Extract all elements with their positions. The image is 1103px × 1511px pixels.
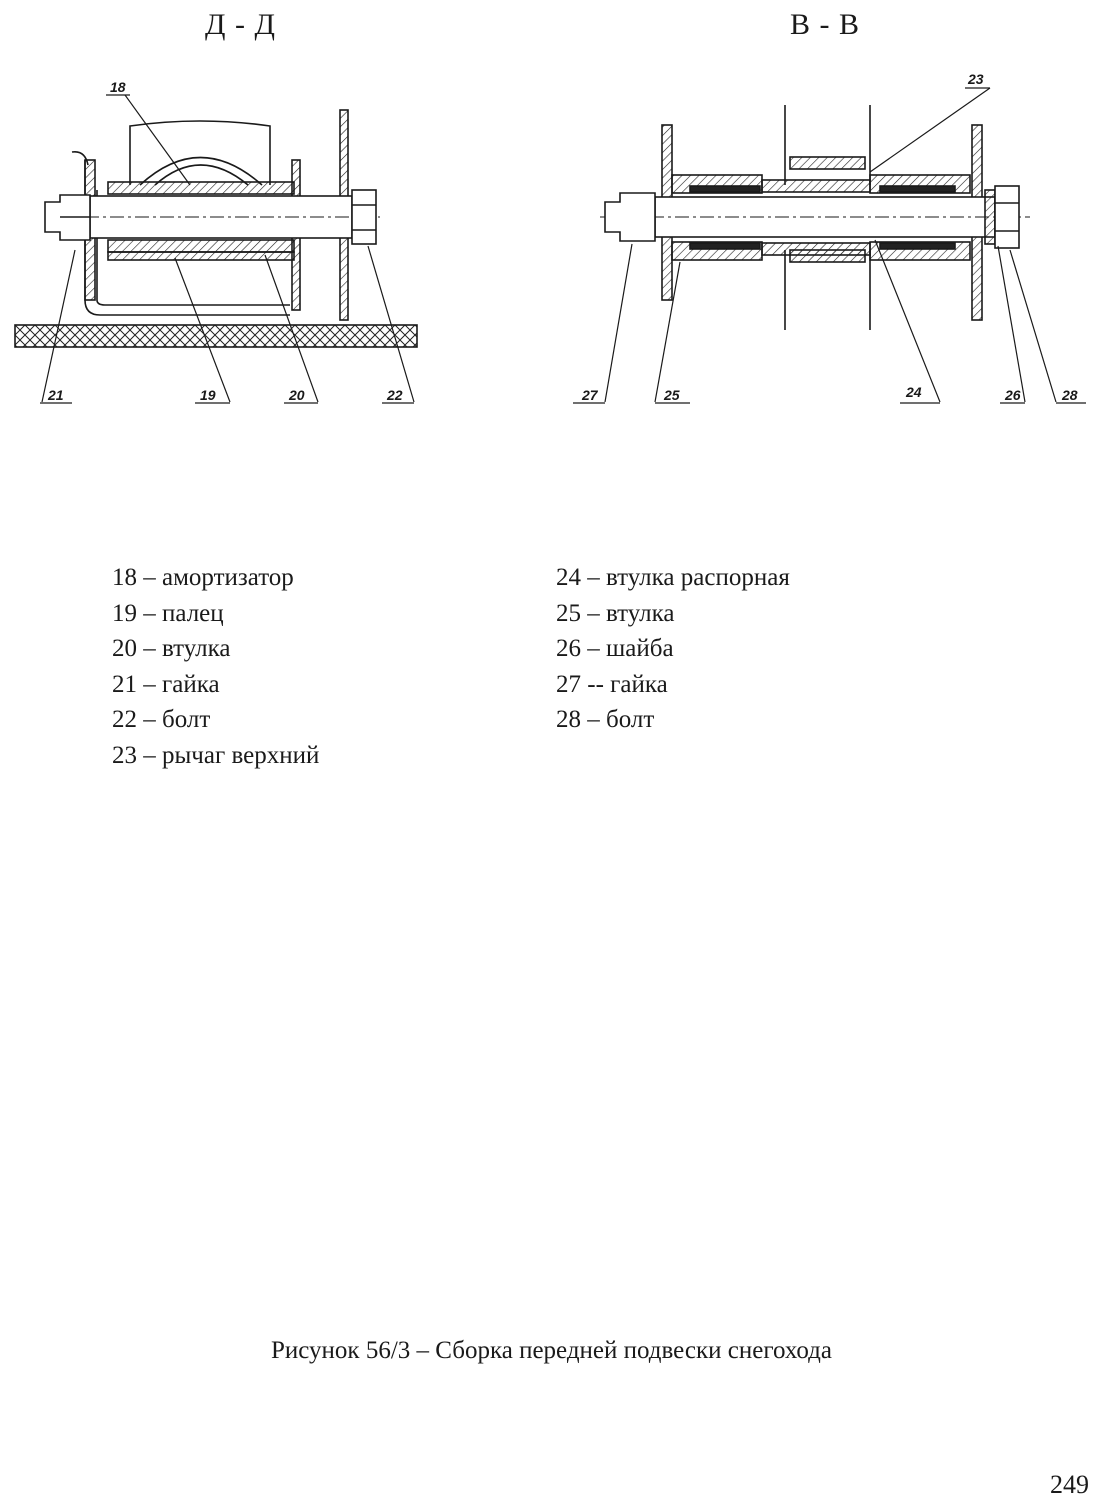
page-number: 249 bbox=[1050, 1470, 1089, 1499]
callout-28: 28 bbox=[1061, 387, 1078, 403]
legend-item: 21 – гайка bbox=[112, 670, 220, 698]
wheel-body bbox=[129, 120, 271, 185]
callout-22: 22 bbox=[386, 387, 403, 403]
legend-left: 18 – амортизатор 19 – палец 20 – втулка … bbox=[112, 560, 319, 773]
callout-24: 24 bbox=[905, 384, 922, 400]
section-dd-drawing bbox=[14, 94, 418, 404]
legend-item: 26 – шайба bbox=[556, 635, 674, 662]
legend-item: 18 – амортизатор bbox=[112, 564, 294, 591]
bolt-head bbox=[351, 189, 377, 245]
assembly-drawings: 18 21 19 20 22 bbox=[14, 71, 1086, 404]
nut-27 bbox=[604, 192, 656, 242]
view-title-dd: Д - Д bbox=[205, 8, 276, 41]
upper-lever bbox=[784, 105, 871, 185]
legend-item: 19 – палец bbox=[112, 599, 224, 627]
legend-item: 22 – болт bbox=[112, 706, 211, 733]
base-plate bbox=[14, 324, 418, 348]
callout-21: 21 bbox=[47, 387, 64, 403]
legend-item: 24 – втулка распорная bbox=[556, 564, 790, 591]
callout-19: 19 bbox=[200, 387, 216, 403]
view-title-vv: В - В bbox=[790, 8, 861, 41]
legend-item: 27 -- гайка bbox=[556, 670, 668, 698]
legend-item: 28 – болт bbox=[556, 706, 655, 733]
legend-item: 23 – рычаг верхний bbox=[112, 741, 320, 769]
callouts-dd: 18 21 19 20 22 bbox=[47, 79, 403, 403]
callout-25: 25 bbox=[663, 387, 680, 403]
callouts-vv: 23 27 25 24 26 28 bbox=[581, 71, 1078, 403]
callout-18: 18 bbox=[110, 79, 126, 95]
legend-item: 20 – втулка bbox=[112, 635, 231, 662]
callout-26: 26 bbox=[1004, 387, 1021, 403]
bolt-28 bbox=[994, 185, 1020, 249]
shock-absorber bbox=[107, 181, 295, 195]
legend-right: 24 – втулка распорная 25 – втулка 26 – ш… bbox=[556, 560, 790, 738]
callout-23: 23 bbox=[967, 71, 984, 87]
section-vv-drawing bbox=[573, 87, 1086, 404]
spacer-sleeve bbox=[761, 179, 871, 193]
legend-item: 25 – втулка bbox=[556, 599, 675, 627]
callout-27: 27 bbox=[581, 387, 599, 403]
figure-caption: Рисунок 56/3 – Сборка передней подвески … bbox=[271, 1337, 832, 1364]
washer-26 bbox=[984, 189, 996, 245]
callout-20: 20 bbox=[288, 387, 305, 403]
